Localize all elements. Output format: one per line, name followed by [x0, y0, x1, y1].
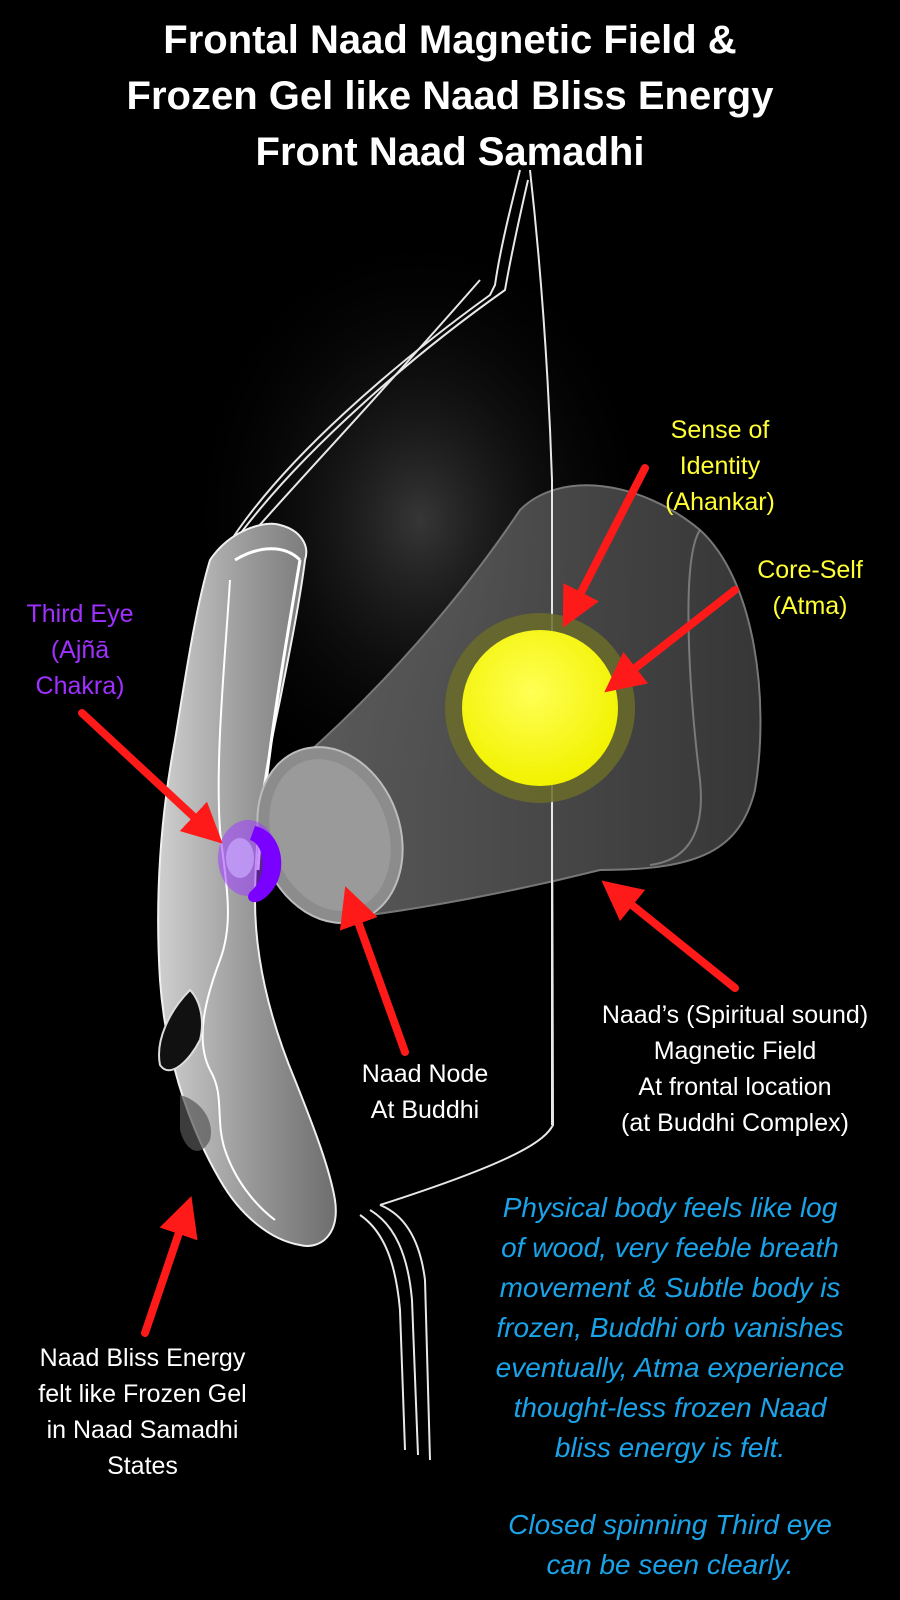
arrow-naad-node: [339, 886, 409, 1056]
note-physical-body: Physical body feels like log of wood, ve…: [495, 1192, 845, 1463]
face-profile: [201, 579, 276, 1221]
title-line-1: Frontal Naad Magnetic Field &: [163, 18, 737, 62]
title-line-2: Frozen Gel like Naad Bliss Energy: [126, 74, 774, 118]
atma-orb: [462, 630, 618, 786]
label-bliss-energy: Naad Bliss Energy felt like Frozen Gel i…: [38, 1344, 247, 1480]
label-naad-node: Naad Node At Buddhi: [361, 1060, 489, 1124]
arrow-identity: [562, 464, 649, 628]
label-magnetic-field: Naad’s (Spiritual sound) Magnetic Field …: [601, 1001, 869, 1137]
arrow-magnetic-field: [601, 880, 739, 992]
arrow-third-eye: [78, 709, 223, 844]
page-title: Frontal Naad Magnetic Field & Frozen Gel…: [0, 12, 900, 180]
label-core-self: Core-Self (Atma): [757, 556, 863, 620]
cone-rim: [649, 529, 702, 866]
title-line-3: Front Naad Samadhi: [255, 130, 645, 174]
label-third-eye: Third Eye (Ajñā Chakra): [26, 600, 134, 700]
arrows: [78, 464, 739, 1337]
lips-shadow: [180, 1095, 211, 1151]
note-third-eye: Closed spinning Third eye can be seen cl…: [508, 1509, 832, 1580]
third-eye-ring: [218, 820, 282, 903]
nose-shadow: [158, 988, 203, 1072]
naad-node-face: [269, 759, 391, 911]
arrow-bliss-energy: [141, 1196, 198, 1337]
label-sense-of-identity: Sense of Identity (Ahankar): [665, 416, 775, 516]
arrow-core-self: [604, 586, 739, 693]
